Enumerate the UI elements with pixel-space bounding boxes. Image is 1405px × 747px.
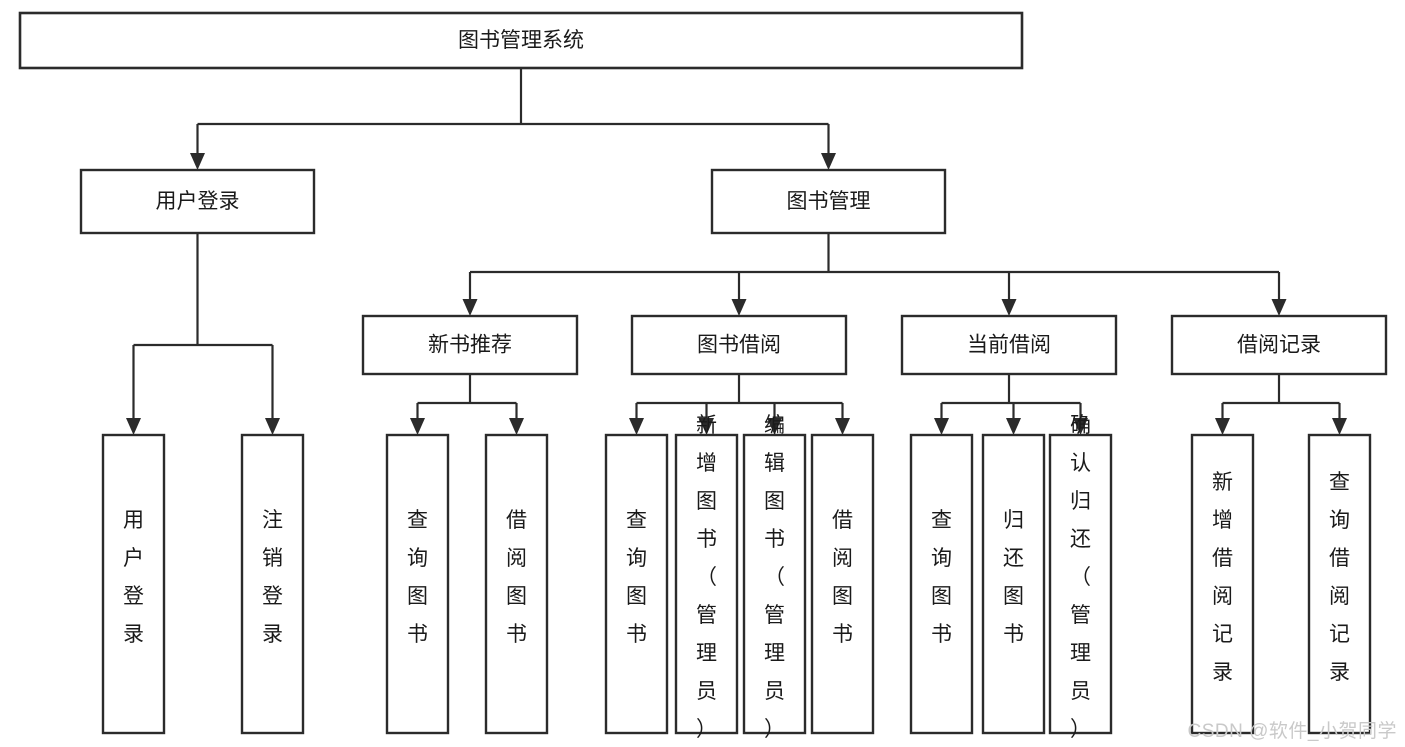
node-label: 归还图书	[1003, 509, 1024, 646]
node-book-manage[interactable]: 图书管理	[710, 168, 947, 235]
node-label: 图书管理	[787, 190, 871, 213]
node-box	[981, 433, 1046, 735]
node-label: 确认归还（管理员）	[1070, 414, 1091, 741]
arrow-head-icon	[835, 418, 850, 435]
node-box	[674, 433, 739, 735]
node-label: 用户登录	[123, 509, 144, 646]
node-box	[1307, 433, 1372, 735]
node-user-login-login[interactable]: 用户登录	[101, 433, 166, 735]
node-user-login[interactable]: 用户登录	[79, 168, 316, 235]
node-label: 借阅记录	[1237, 334, 1321, 357]
node-label: 查询图书	[931, 509, 952, 646]
node-label: 查询图书	[407, 509, 428, 646]
arrow-head-icon	[821, 153, 836, 170]
node-borrow-record[interactable]: 借阅记录	[1170, 314, 1388, 376]
arrow-head-icon	[1073, 418, 1088, 435]
node-box	[710, 168, 947, 235]
node-box	[909, 433, 974, 735]
node-borrow-borrow-book[interactable]: 借阅图书	[810, 433, 875, 735]
node-label: 新增图书（管理员）	[696, 414, 717, 741]
arrow-head-icon	[126, 418, 141, 435]
node-current-borrow[interactable]: 当前借阅	[900, 314, 1118, 376]
node-box	[361, 314, 579, 376]
arrow-head-icon	[462, 299, 478, 316]
node-user-login-logout[interactable]: 注销登录	[240, 433, 305, 735]
node-root[interactable]: 图书管理系统	[18, 11, 1024, 70]
node-record-add[interactable]: 新增借阅记录	[1190, 433, 1255, 735]
node-label: 查询借阅记录	[1329, 471, 1350, 684]
node-label: 新书推荐	[428, 334, 512, 357]
node-box	[385, 433, 450, 735]
node-record-query[interactable]: 查询借阅记录	[1307, 433, 1372, 735]
node-box	[900, 314, 1118, 376]
node-borrow-edit-book[interactable]: 编辑图书（管理员）	[742, 414, 807, 741]
arrow-head-icon	[190, 153, 205, 170]
node-box	[1048, 433, 1113, 735]
nodes-layer: 图书管理系统用户登录图书管理用户登录注销登录新书推荐图书借阅当前借阅借阅记录查询…	[18, 11, 1388, 741]
node-box	[484, 433, 549, 735]
node-label: 用户登录	[156, 190, 240, 213]
arrow-head-icon	[934, 418, 949, 435]
node-borrow-query-book[interactable]: 查询图书	[604, 433, 669, 735]
node-label: 借阅图书	[506, 509, 527, 646]
arrow-head-icon	[699, 418, 714, 435]
node-box	[810, 433, 875, 735]
connectors-layer	[126, 68, 1347, 435]
node-box	[240, 433, 305, 735]
node-current-confirm-return[interactable]: 确认归还（管理员）	[1048, 414, 1113, 741]
arrow-head-icon	[767, 418, 782, 435]
node-box	[101, 433, 166, 735]
node-label: 新增借阅记录	[1212, 471, 1233, 684]
node-label: 借阅图书	[832, 509, 853, 646]
node-current-return-book[interactable]: 归还图书	[981, 433, 1046, 735]
node-label: 图书借阅	[697, 334, 781, 357]
arrow-head-icon	[1006, 418, 1021, 435]
node-label: 查询图书	[626, 509, 647, 646]
node-box	[630, 314, 848, 376]
node-box	[1190, 433, 1255, 735]
node-recommend-borrow-book[interactable]: 借阅图书	[484, 433, 549, 735]
arrow-head-icon	[265, 418, 280, 435]
arrow-head-icon	[410, 418, 425, 435]
node-book-borrow[interactable]: 图书借阅	[630, 314, 848, 376]
arrow-head-icon	[731, 299, 747, 316]
arrow-head-icon	[1271, 299, 1287, 316]
node-recommend-query-book[interactable]: 查询图书	[385, 433, 450, 735]
node-label: 编辑图书（管理员）	[764, 414, 785, 741]
node-current-query-book[interactable]: 查询图书	[909, 433, 974, 735]
node-borrow-add-book[interactable]: 新增图书（管理员）	[674, 414, 739, 741]
watermark-text: CSDN @软件_小贺同学	[1187, 721, 1397, 742]
node-label: 注销登录	[262, 509, 283, 646]
node-box	[79, 168, 316, 235]
arrow-head-icon	[629, 418, 644, 435]
node-label: 当前借阅	[967, 334, 1051, 357]
arrow-head-icon	[1332, 418, 1347, 435]
node-label: 图书管理系统	[458, 29, 584, 52]
arrow-head-icon	[1001, 299, 1017, 316]
node-box	[1170, 314, 1388, 376]
node-box	[18, 11, 1024, 70]
node-box	[742, 433, 807, 735]
node-box	[604, 433, 669, 735]
arrow-head-icon	[509, 418, 524, 435]
arrow-head-icon	[1215, 418, 1230, 435]
node-new-book-recommend[interactable]: 新书推荐	[361, 314, 579, 376]
